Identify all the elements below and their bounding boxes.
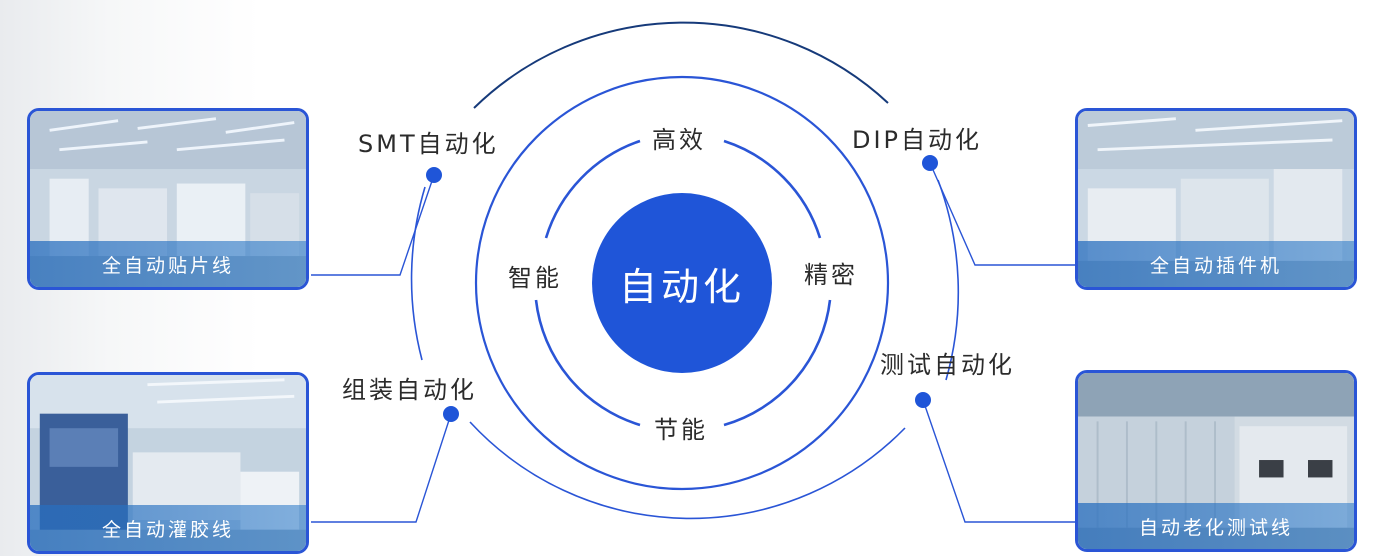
card-insertion-machine: 全自动插件机: [1075, 108, 1357, 290]
dot-test: [915, 392, 931, 408]
card-caption: 自动老化测试线: [1078, 503, 1354, 549]
top-dark-arc: [473, 21, 889, 109]
inner-label-top: 高效: [652, 126, 706, 154]
outer-label-smt: SMT自动化: [358, 130, 499, 158]
connector-dots: [426, 155, 938, 422]
card-aging-test-line: 自动老化测试线: [1075, 370, 1357, 552]
card-caption: 全自动插件机: [1078, 241, 1354, 287]
inner-label-left: 智能: [508, 264, 562, 292]
card-potting-line: 全自动灌胶线: [27, 372, 309, 554]
card-smt-line: 全自动贴片线: [27, 108, 309, 290]
card-caption: 全自动贴片线: [30, 241, 306, 287]
card-caption: 全自动灌胶线: [30, 505, 306, 551]
middle-ring: [474, 75, 890, 491]
dot-smt: [426, 167, 442, 183]
outer-label-dip: DIP自动化: [852, 126, 983, 154]
center-label: 自动化: [618, 264, 745, 309]
dot-dip: [922, 155, 938, 171]
inner-label-bottom: 节能: [654, 416, 708, 444]
right-outer-arc: [937, 179, 960, 381]
center-circle: 自动化: [592, 193, 772, 373]
inner-label-right: 精密: [804, 261, 858, 289]
outer-label-assembly: 组装自动化: [342, 376, 477, 404]
bottom-outer-arc: [469, 421, 906, 520]
outer-label-test: 测试自动化: [880, 351, 1015, 379]
connector-lines: [311, 162, 1077, 523]
left-outer-arc: [410, 186, 426, 361]
dot-assembly: [443, 406, 459, 422]
inner-ring: [534, 139, 832, 427]
